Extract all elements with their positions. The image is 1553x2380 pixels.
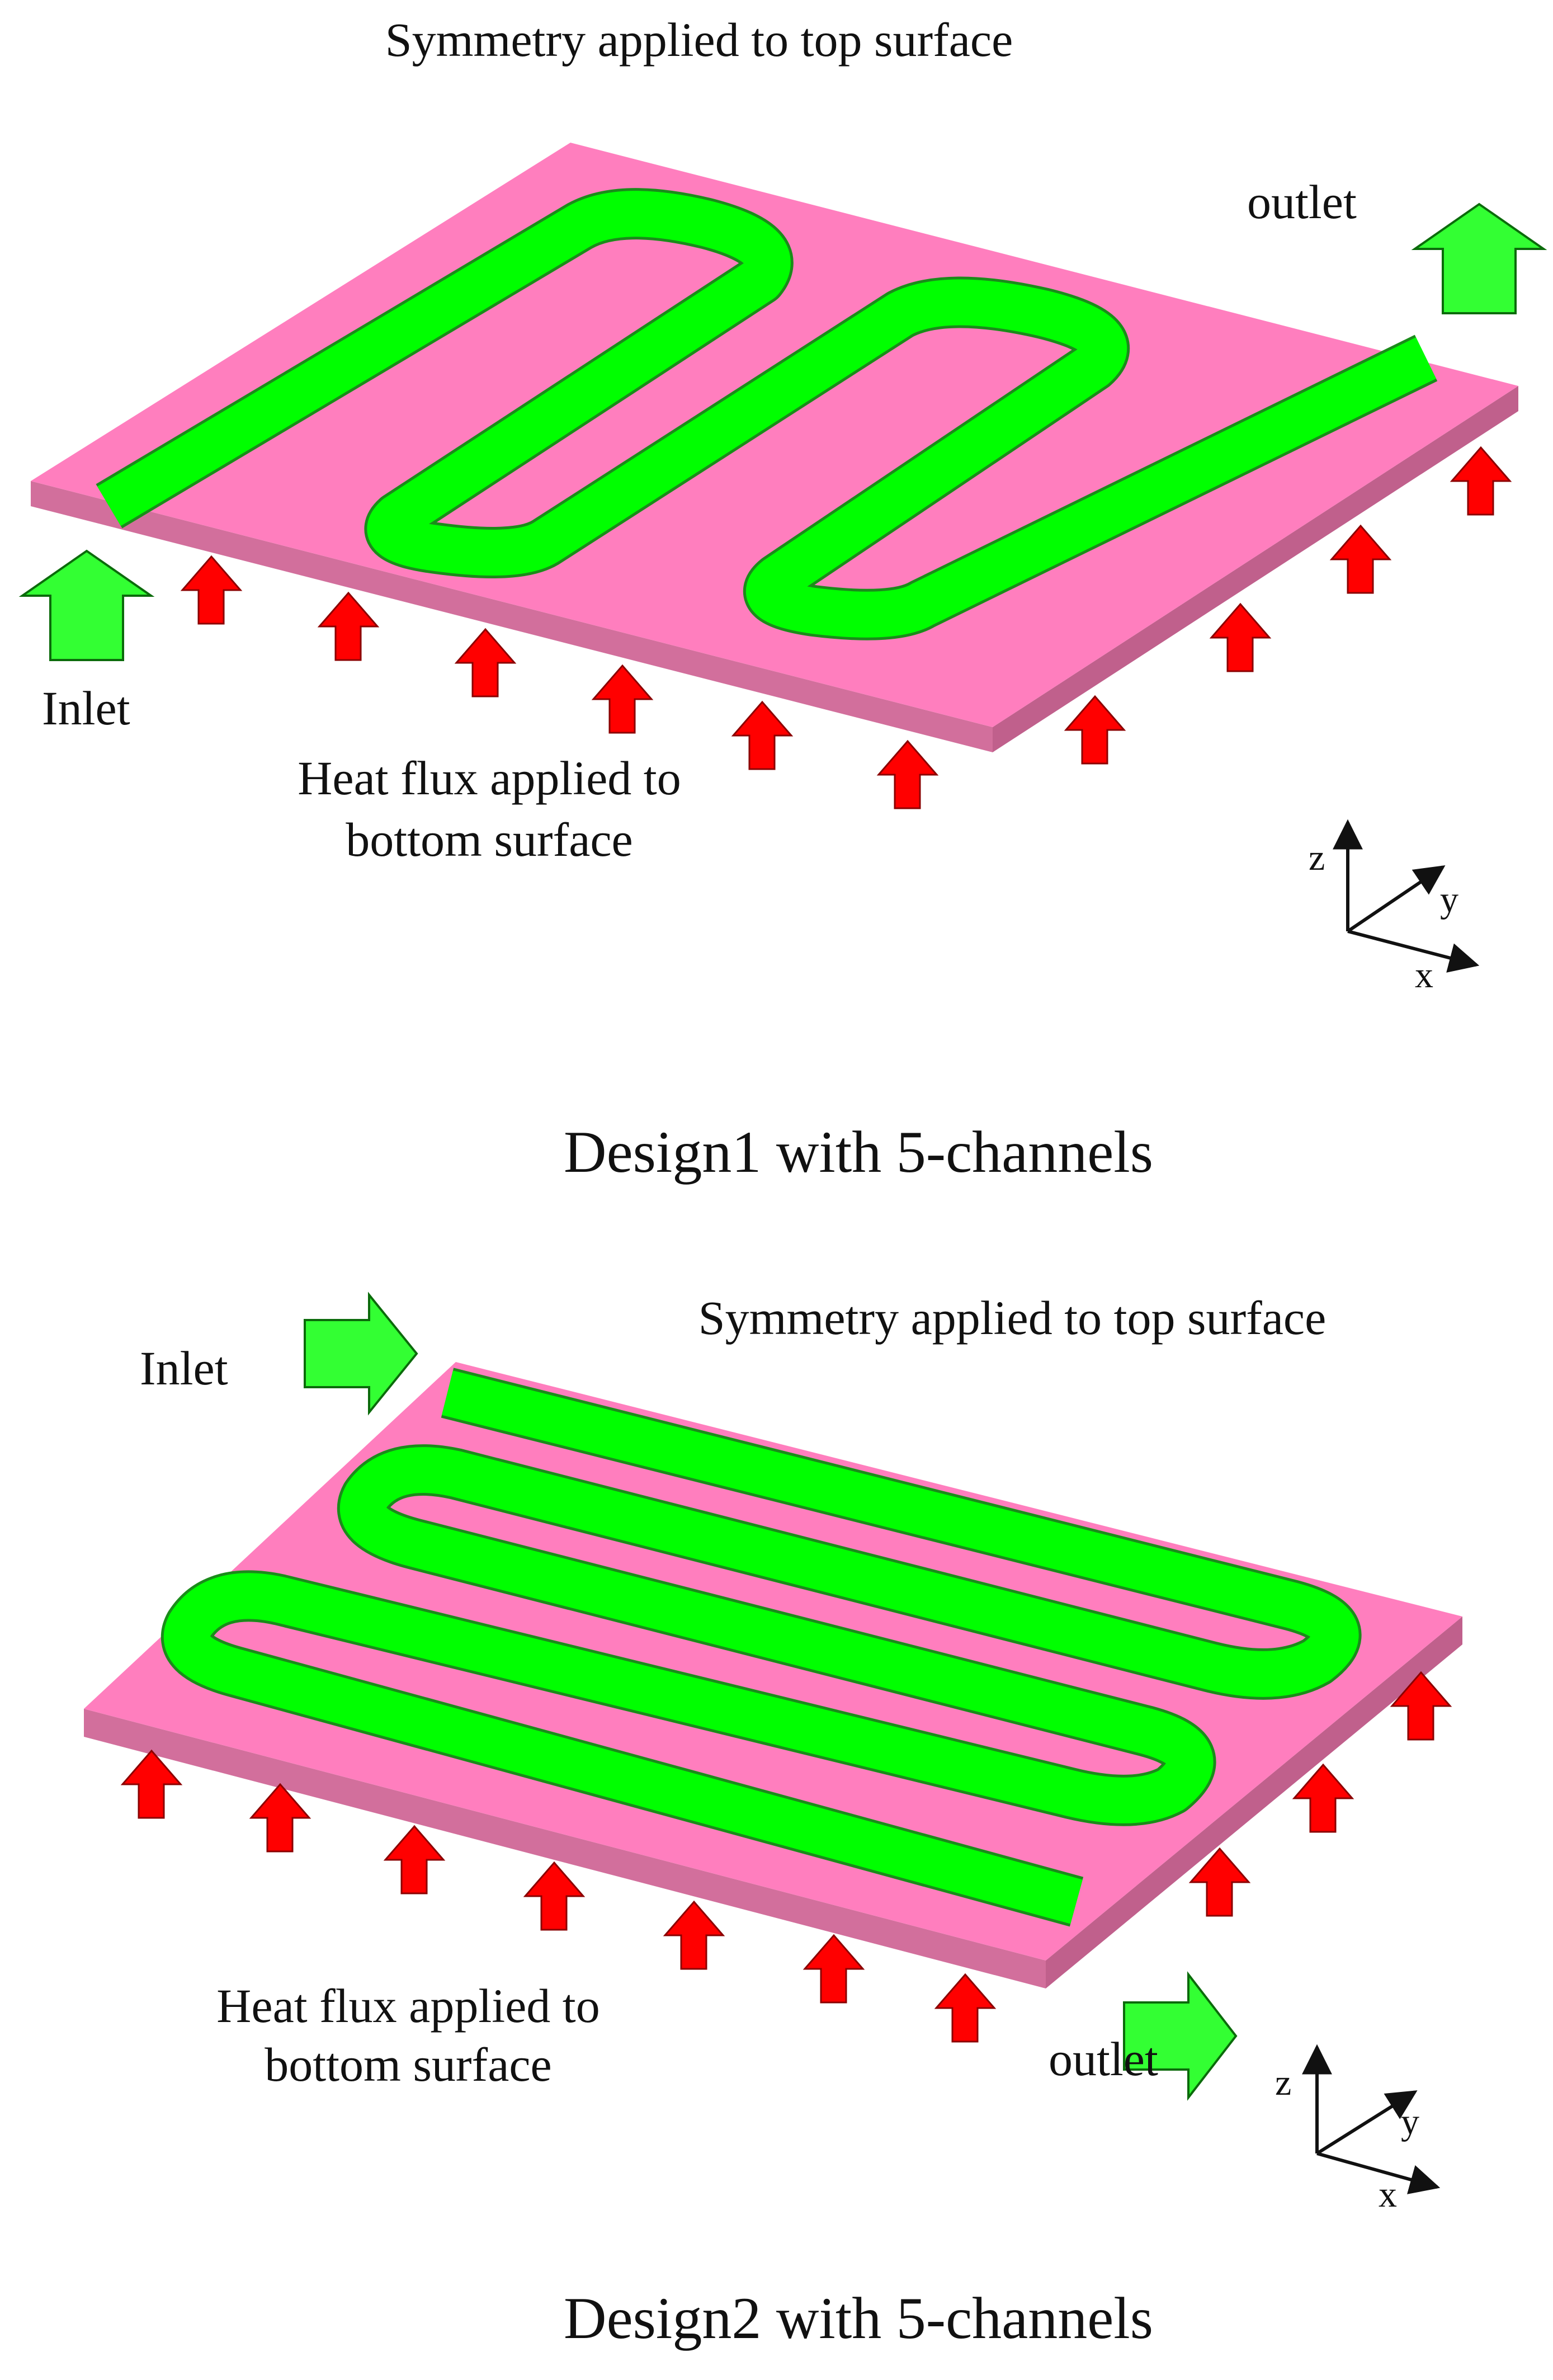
heat-flux-label-line1: Heat flux applied to — [298, 751, 681, 805]
heat-arrow-icon — [1064, 695, 1126, 765]
heat-flux-arrows — [120, 1671, 1452, 2043]
inlet-label: Inlet — [140, 1341, 228, 1395]
heat-flux-label-line2: bottom surface — [265, 2038, 551, 2091]
heat-arrow-icon — [803, 1934, 865, 2004]
heat-arrow-icon — [663, 1900, 725, 1970]
coordinate-axes — [1333, 819, 1480, 973]
design1-panel: Symmetry applied to top surface Inlet ou… — [18, 13, 1547, 1185]
heat-arrow-icon — [249, 1783, 311, 1853]
heat-arrow-icon — [1329, 524, 1392, 594]
outlet-arrow-icon — [1411, 202, 1547, 314]
coordinate-axes — [1302, 2044, 1441, 2194]
axis-x-label: x — [1415, 955, 1433, 996]
heat-arrow-icon — [454, 628, 517, 697]
design2-panel: Inlet Symmetry applied to top surface — [84, 1291, 1462, 2351]
plate-top — [31, 143, 1518, 727]
heat-arrow-icon — [934, 1973, 997, 2043]
serpentine-channel-fill — [163, 1370, 1359, 1924]
heat-sink-plate — [31, 143, 1518, 752]
inlet-arrow-icon — [304, 1292, 418, 1416]
axis-x-label: x — [1379, 2174, 1397, 2215]
plate-side-right — [993, 386, 1518, 752]
top-surface-label: Symmetry applied to top surface — [385, 13, 1013, 67]
outlet-label: outlet — [1049, 2032, 1158, 2086]
heat-arrow-icon — [120, 1749, 183, 1819]
inlet-label: Inlet — [42, 681, 130, 735]
heat-arrow-icon — [731, 700, 794, 770]
outlet-label: outlet — [1247, 175, 1357, 229]
heat-arrow-icon — [1390, 1671, 1452, 1741]
axis-y-label: y — [1401, 2101, 1419, 2142]
axis-z-label: z — [1275, 2062, 1291, 2103]
plate-side-front — [31, 481, 993, 752]
heat-arrow-icon — [876, 739, 939, 809]
serpentine-channel-fill — [97, 191, 1437, 638]
inlet-arrow-icon — [18, 549, 155, 661]
heat-arrow-icon — [1292, 1763, 1354, 1833]
plate-side-right — [1046, 1616, 1462, 1988]
plate-side-front — [84, 1709, 1046, 1988]
heat-flux-label-line2: bottom surface — [346, 813, 632, 866]
heat-arrow-icon — [1188, 1847, 1251, 1917]
top-surface-label: Symmetry applied to top surface — [698, 1291, 1327, 1345]
heat-arrow-icon — [317, 591, 380, 661]
heat-arrow-icon — [180, 555, 243, 625]
heat-arrow-icon — [1450, 446, 1512, 516]
heat-arrow-icon — [1209, 602, 1272, 672]
outlet-arrow-icon — [1123, 1971, 1238, 2101]
axis-y-label: y — [1440, 879, 1458, 920]
design2-caption: Design2 with 5-channels — [564, 2285, 1153, 2351]
axis-z-label: z — [1309, 837, 1325, 878]
heat-arrow-icon — [591, 664, 654, 734]
design1-caption: Design1 with 5-channels — [564, 1119, 1153, 1185]
heat-arrow-icon — [383, 1825, 446, 1894]
heat-arrow-icon — [523, 1861, 586, 1931]
heat-flux-label-line1: Heat flux applied to — [216, 1979, 600, 2033]
heat-flux-arrows — [180, 446, 1512, 809]
